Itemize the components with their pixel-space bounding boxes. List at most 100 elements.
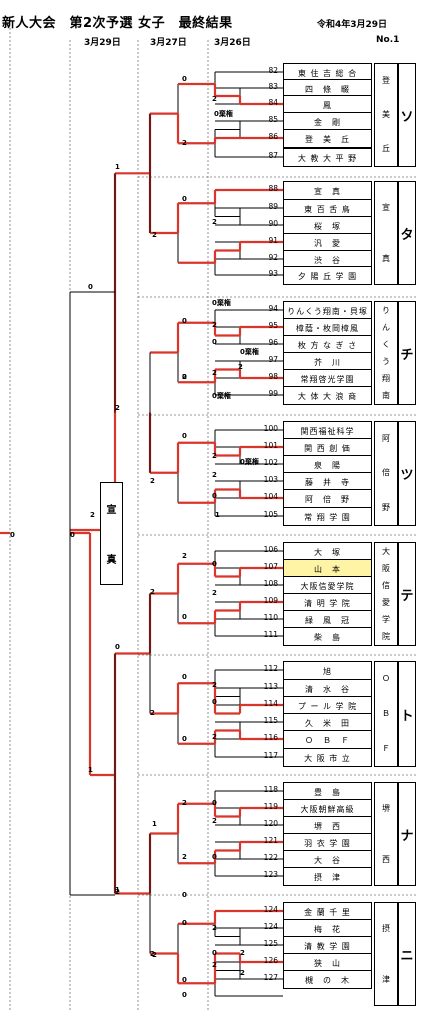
team-name: 夕 陽 丘 学 園 <box>283 266 372 285</box>
group-char: 真 <box>382 253 390 263</box>
group-char: う <box>382 356 390 366</box>
team-name: 大 教 大 平 野 <box>283 148 372 167</box>
group-char: 翔 <box>382 373 390 383</box>
group-char: 院 <box>382 631 390 641</box>
score-label: 2 <box>212 961 217 969</box>
score-label: 0 <box>212 949 217 957</box>
score-label: 0 <box>115 643 120 651</box>
team-name: 常 翔 学 園 <box>283 507 372 526</box>
team-number: 124 <box>263 905 278 914</box>
group-char: 学 <box>382 614 390 624</box>
score-label: 0 <box>182 317 187 325</box>
team-number: 92 <box>268 253 278 262</box>
team-number: 102 <box>263 458 278 467</box>
group-char: 野 <box>382 502 390 512</box>
score-label: 2 <box>182 552 187 560</box>
score-label: 0 <box>10 531 15 539</box>
score-label: 1 <box>88 766 93 774</box>
group-char: 倍 <box>382 468 390 478</box>
score-label: 0棄権 <box>214 110 233 118</box>
group-char: 阿 <box>382 434 390 444</box>
score-label: 2 <box>150 477 155 485</box>
group-char: 大 <box>382 546 390 556</box>
group-char: 摂 <box>382 923 390 933</box>
team-number: 123 <box>263 870 278 879</box>
team-name: 阿 倍 野 <box>283 489 372 508</box>
score-label: 0 <box>182 195 187 203</box>
team-number: 118 <box>263 785 278 794</box>
group-label: 阿倍野 <box>374 421 398 526</box>
score-label: 1 <box>115 886 120 894</box>
team-number: 116 <box>263 733 278 742</box>
team-number: 113 <box>263 682 278 691</box>
team-name: 柴 島 <box>283 627 372 646</box>
team-number: 103 <box>263 475 278 484</box>
champion-char: 真 <box>106 555 117 567</box>
team-number: 98 <box>268 372 278 381</box>
team-number: 106 <box>263 545 278 554</box>
group-char: 南 <box>382 390 390 400</box>
team-number: 91 <box>268 236 278 245</box>
group-label: 宣真 <box>374 181 398 285</box>
page-title: 新人大会 第2次予選 女子 最終結果 <box>2 16 233 31</box>
team-number: 87 <box>268 151 278 160</box>
group-label: 登美丘 <box>374 63 398 167</box>
team-number: 90 <box>268 219 278 228</box>
round-date-semifinal: 3月27日 <box>150 38 187 48</box>
score-label: 2 <box>212 452 217 460</box>
team-name: Ｏ Ｂ Ｆ <box>283 730 372 749</box>
team-name: 旭 <box>283 661 372 680</box>
team-name: 久 米 田 <box>283 713 372 732</box>
block-label: ニ <box>398 902 416 1006</box>
team-name: 槻 の 木 <box>283 970 372 989</box>
team-number: 125 <box>263 939 278 948</box>
block-label: チ <box>398 301 416 405</box>
score-label: 2 <box>152 951 157 959</box>
team-number: 117 <box>263 751 278 760</box>
team-number: 82 <box>268 66 278 75</box>
team-number: 115 <box>263 716 278 725</box>
score-label: 0棄権 <box>212 299 231 307</box>
score-label: 2 <box>150 950 155 958</box>
score-label: 2 <box>212 924 217 932</box>
team-number: 89 <box>268 202 278 211</box>
score-label: 2 <box>182 373 187 381</box>
score-label: 0棄権 <box>212 392 231 400</box>
score-label: 2 <box>212 369 217 377</box>
group-char: 津 <box>382 974 390 984</box>
group-char: り <box>382 305 390 315</box>
score-label: 0 <box>70 531 75 539</box>
score-label: 2 <box>150 588 155 596</box>
team-number: 114 <box>263 699 278 708</box>
score-label: 2 <box>152 231 157 239</box>
score-label: 2 <box>115 888 120 896</box>
group-char: く <box>382 339 390 349</box>
score-label: 2 <box>212 681 217 689</box>
team-number: 107 <box>263 562 278 571</box>
team-name: 大 阪 市 立 <box>283 748 372 767</box>
score-label: 0 <box>182 735 187 743</box>
team-name: 大 体 大 浪 商 <box>283 386 372 405</box>
group-char: 登 <box>382 76 390 85</box>
team-number: 121 <box>263 836 278 845</box>
score-label: 2 <box>212 471 217 479</box>
score-label: 2 <box>212 817 217 825</box>
team-number: 110 <box>263 613 278 622</box>
score-label: 0 <box>182 432 187 440</box>
score-label: 1 <box>215 511 220 519</box>
score-label: 0 <box>212 560 217 568</box>
group-char: 信 <box>382 580 390 590</box>
score-label: 2 <box>240 949 245 957</box>
block-label: テ <box>398 542 416 646</box>
score-label: 2 <box>212 321 217 329</box>
block-label: タ <box>398 181 416 285</box>
group-char: Ｏ <box>382 674 390 684</box>
score-label: 0 <box>182 976 187 984</box>
score-label: 2 <box>115 404 120 412</box>
group-char: 愛 <box>382 597 390 607</box>
team-number: 99 <box>268 389 278 398</box>
group-char: 西 <box>382 854 390 864</box>
team-number: 111 <box>263 630 278 639</box>
score-label: 2 <box>90 511 95 519</box>
